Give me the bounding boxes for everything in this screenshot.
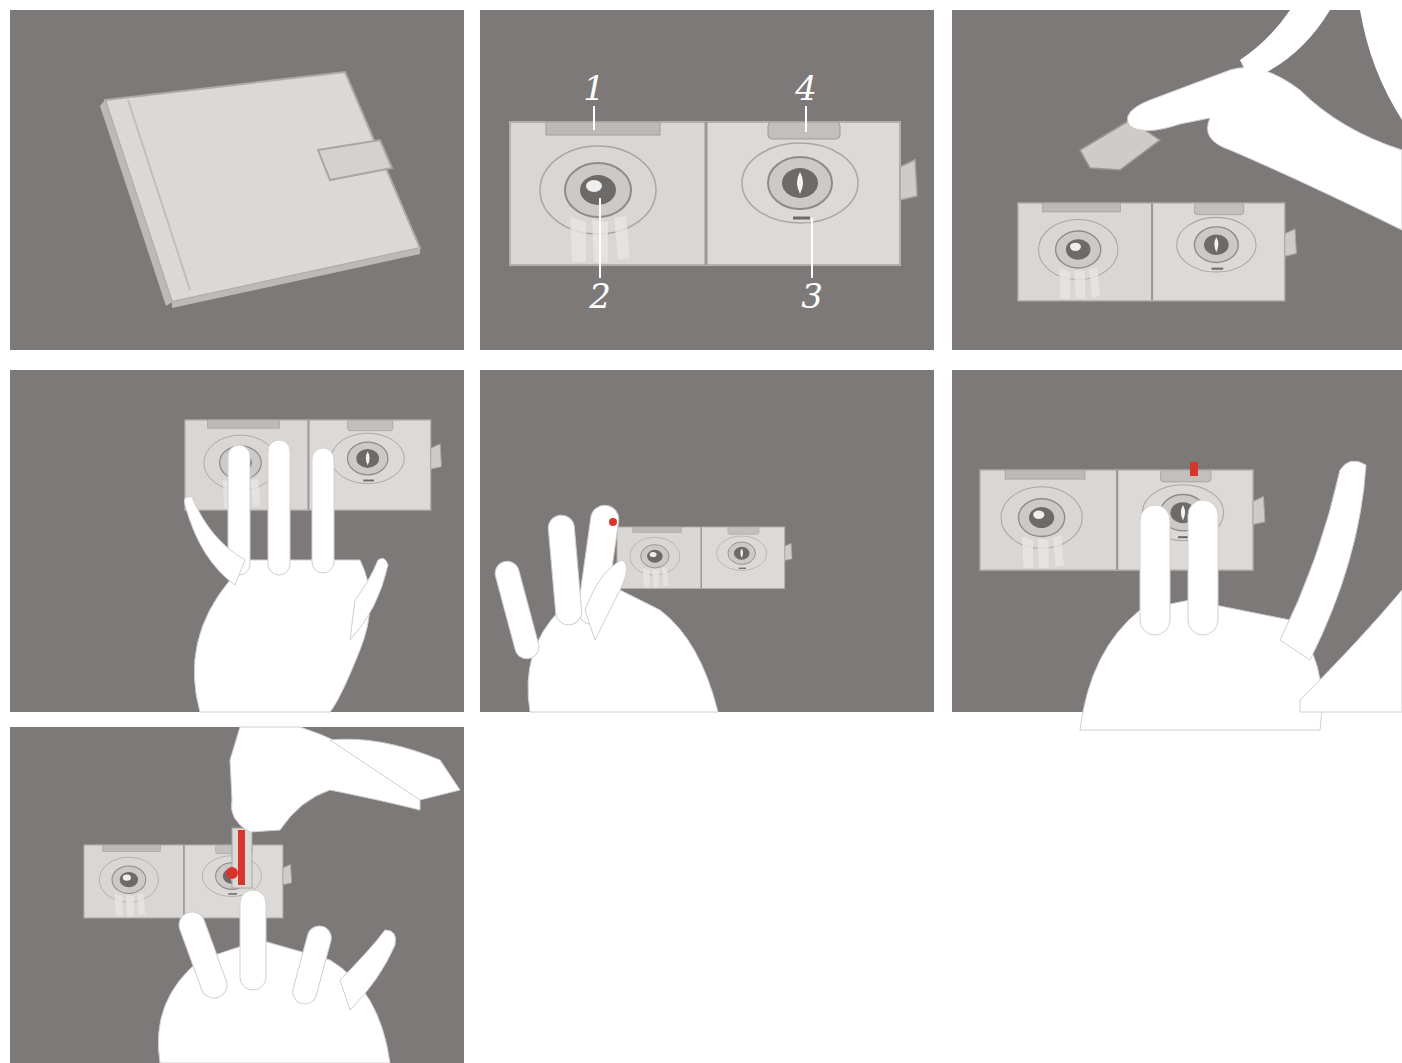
callout-number: 3 bbox=[801, 279, 823, 313]
panel-background bbox=[10, 727, 464, 1063]
hand bbox=[1280, 461, 1366, 660]
hand bbox=[312, 448, 334, 573]
closed-wallet bbox=[172, 248, 420, 308]
hand bbox=[240, 890, 266, 990]
blood-indicator bbox=[1190, 462, 1198, 476]
test-strip bbox=[232, 828, 252, 888]
hand bbox=[1140, 505, 1170, 635]
hand bbox=[1360, 10, 1402, 120]
hand bbox=[175, 908, 230, 1001]
panel-background bbox=[10, 10, 464, 350]
hand bbox=[1188, 500, 1218, 635]
opened-card bbox=[510, 122, 917, 265]
hand bbox=[1080, 10, 1402, 230]
hand bbox=[1300, 590, 1402, 712]
opened-card bbox=[1018, 203, 1296, 301]
panel-background bbox=[480, 10, 934, 350]
closed-wallet bbox=[318, 140, 392, 180]
hand bbox=[330, 739, 460, 800]
closed-wallet bbox=[105, 72, 420, 302]
opened-card bbox=[617, 527, 792, 588]
blood-drop bbox=[609, 518, 617, 526]
panel-background bbox=[10, 370, 464, 712]
hand bbox=[1240, 10, 1330, 80]
callout-number: 2 bbox=[589, 279, 611, 313]
opened-card bbox=[980, 470, 1265, 570]
panel-background bbox=[480, 370, 934, 712]
leader-line bbox=[594, 106, 812, 278]
panel-background bbox=[10, 10, 1402, 1063]
hand bbox=[184, 440, 388, 712]
hand bbox=[158, 727, 460, 1063]
callout-number: 4 bbox=[795, 71, 817, 105]
blood-indicator bbox=[238, 830, 245, 885]
callout-number: 1 bbox=[583, 71, 605, 105]
leader-line bbox=[805, 106, 807, 132]
hand bbox=[350, 558, 388, 640]
blood-indicator bbox=[226, 867, 238, 879]
hand bbox=[585, 560, 627, 640]
hand bbox=[194, 560, 370, 712]
hand bbox=[340, 930, 396, 1010]
closed-wallet bbox=[128, 100, 190, 290]
leader-line bbox=[593, 106, 595, 130]
hand bbox=[547, 514, 582, 626]
leader-line bbox=[599, 198, 601, 278]
hand bbox=[492, 503, 718, 712]
leader-line bbox=[811, 218, 813, 278]
hand bbox=[492, 559, 541, 662]
hand bbox=[184, 497, 245, 585]
hand bbox=[1080, 461, 1402, 730]
hand bbox=[290, 923, 334, 1006]
closed-wallet bbox=[100, 72, 420, 308]
panel-background bbox=[952, 10, 1402, 350]
hand bbox=[1128, 68, 1402, 231]
hand bbox=[268, 440, 290, 575]
